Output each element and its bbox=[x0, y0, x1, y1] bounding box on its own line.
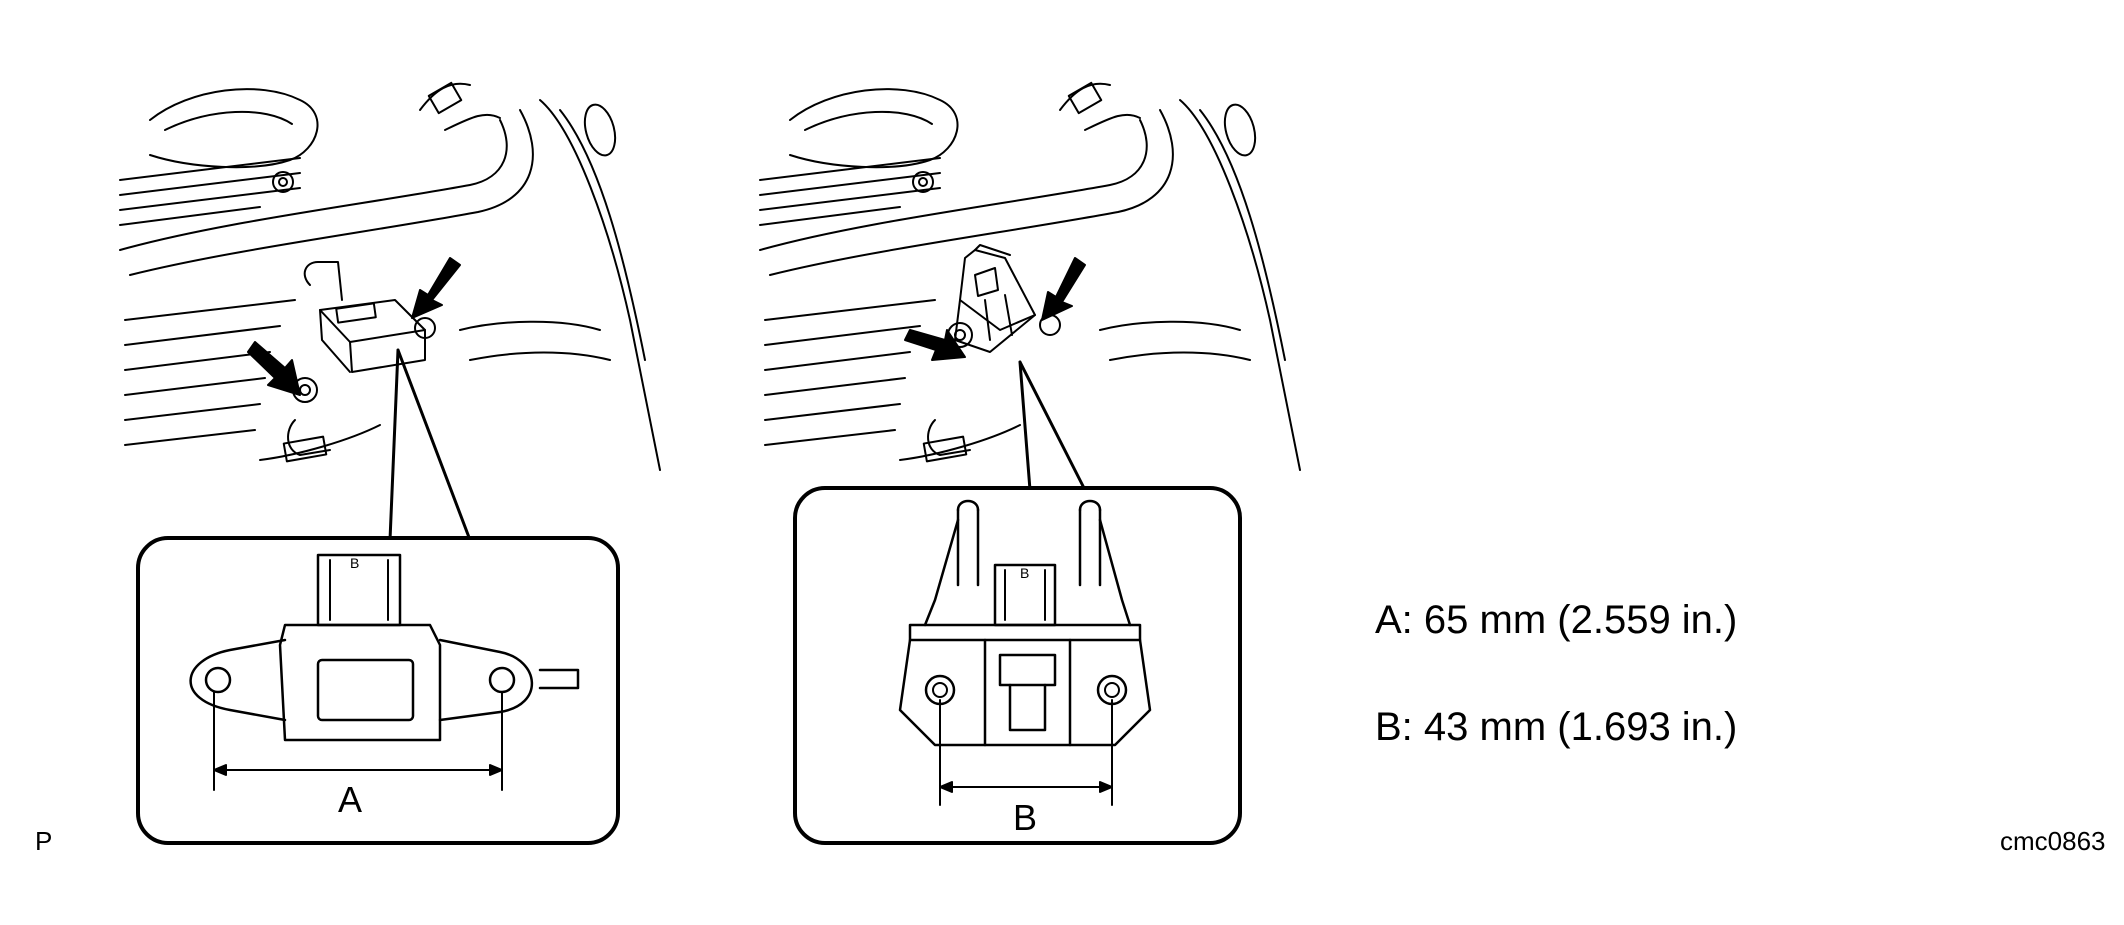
figure-code: cmc0863 bbox=[2000, 826, 2106, 856]
spec-b: B: 43 mm (1.693 in.) bbox=[1375, 705, 1738, 749]
arrow-right-bolt bbox=[411, 257, 461, 319]
engine-bay-view-left bbox=[119, 81, 661, 471]
arrow-right-bolt-2 bbox=[1041, 257, 1086, 321]
callout-leader-left bbox=[388, 348, 472, 542]
arrow-left-bolt bbox=[247, 341, 301, 396]
engine-bay-view-right bbox=[759, 81, 1301, 471]
dimension-label-a: A bbox=[338, 779, 362, 820]
dimension-label-b: B bbox=[1013, 797, 1037, 838]
spec-a: A: 65 mm (2.559 in.) bbox=[1375, 598, 1738, 642]
connector-letter-left: B bbox=[350, 555, 359, 571]
arrow-left-bolt-2 bbox=[904, 329, 966, 361]
callout-leader-right bbox=[1018, 360, 1087, 492]
sensor-detail-callout-left: B A bbox=[136, 536, 620, 845]
sensor-detail-callout-right: B B bbox=[793, 486, 1242, 845]
page-mark: P bbox=[35, 826, 53, 856]
connector-letter-right: B bbox=[1020, 565, 1029, 581]
